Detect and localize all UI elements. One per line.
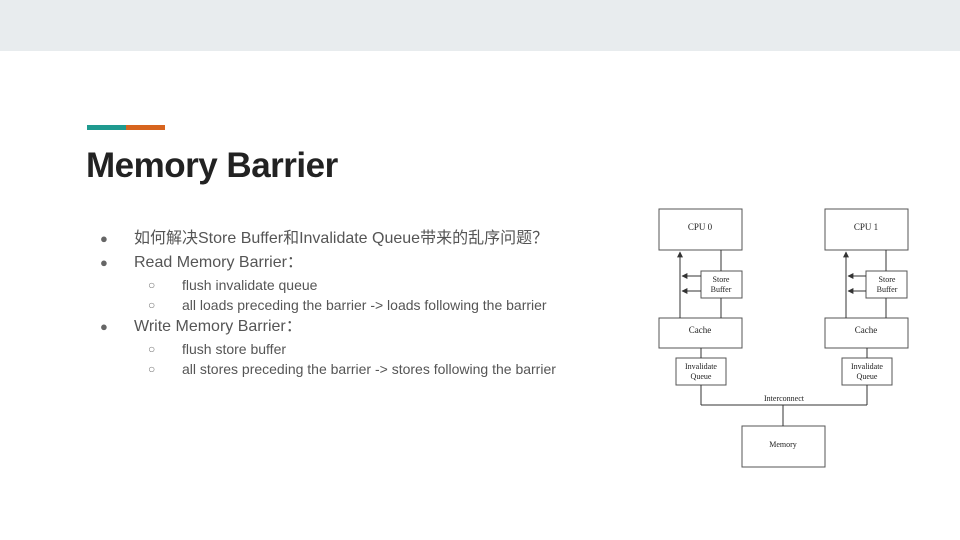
bullet-item: ● 如何解决Store Buffer和Invalidate Queue带来的乱序… bbox=[100, 227, 620, 251]
sub-bullet-text: all stores preceding the barrier -> stor… bbox=[182, 361, 556, 377]
cpu0-label: CPU 0 bbox=[688, 222, 713, 232]
slide-title: Memory Barrier bbox=[86, 146, 338, 185]
memory-label: Memory bbox=[769, 440, 797, 449]
accent-teal-segment bbox=[87, 125, 126, 130]
bullet-dot-icon: ● bbox=[100, 231, 108, 246]
bullet-text: 如何解决Store Buffer和Invalidate Queue带来的乱序问题… bbox=[134, 230, 549, 247]
bullet-circle-icon: ○ bbox=[148, 342, 156, 356]
title-accent-bar bbox=[87, 125, 165, 130]
invalidate-queue-box-right bbox=[841, 357, 893, 386]
bullet-circle-icon: ○ bbox=[148, 278, 156, 292]
bullet-item: ● Read Memory Barrier： bbox=[100, 251, 620, 275]
store-buffer-label-left-2: Buffer bbox=[711, 285, 732, 294]
bullet-item: ● Write Memory Barrier： bbox=[100, 315, 620, 339]
bullet-text: Read Memory Barrier： bbox=[134, 254, 303, 271]
bullet-list: ● 如何解决Store Buffer和Invalidate Queue带来的乱序… bbox=[100, 227, 620, 379]
cpu1-label: CPU 1 bbox=[854, 222, 878, 232]
bullet-circle-icon: ○ bbox=[148, 362, 156, 376]
invalidate-label-left: Invalidate bbox=[685, 362, 717, 371]
bullet-text: Write Memory Barrier： bbox=[134, 318, 302, 335]
sub-bullet-item: ○ all stores preceding the barrier -> st… bbox=[100, 359, 620, 379]
sub-bullet-text: all loads preceding the barrier -> loads… bbox=[182, 297, 547, 313]
invalidate-label-left-2: Queue bbox=[691, 372, 712, 381]
sub-bullet-item: ○ flush invalidate queue bbox=[100, 275, 620, 295]
cache-label-left: Cache bbox=[689, 325, 712, 335]
bullet-dot-icon: ● bbox=[100, 319, 108, 334]
accent-orange-segment bbox=[126, 125, 165, 130]
store-buffer-label-right: Store bbox=[879, 275, 896, 284]
store-buffer-box-left bbox=[700, 270, 743, 299]
memory-box bbox=[741, 425, 826, 468]
bullet-circle-icon: ○ bbox=[148, 298, 156, 312]
sub-bullet-text: flush invalidate queue bbox=[182, 277, 318, 293]
invalidate-label-right: Invalidate bbox=[851, 362, 883, 371]
cpu-memory-diagram: CPU 0 CPU 1 Store Buffer Store Buffer Ca… bbox=[658, 208, 909, 468]
top-band bbox=[0, 0, 960, 51]
sub-bullet-text: flush store buffer bbox=[182, 341, 287, 357]
store-buffer-box-right bbox=[865, 270, 908, 299]
store-buffer-label-left: Store bbox=[713, 275, 730, 284]
cache-label-right: Cache bbox=[855, 325, 878, 335]
cpu0-box bbox=[658, 208, 743, 251]
sub-bullet-item: ○ all loads preceding the barrier -> loa… bbox=[100, 295, 620, 315]
cpu1-box bbox=[824, 208, 909, 251]
sub-bullet-item: ○ flush store buffer bbox=[100, 339, 620, 359]
invalidate-label-right-2: Queue bbox=[857, 372, 878, 381]
invalidate-queue-box-left bbox=[675, 357, 727, 386]
store-buffer-label-right-2: Buffer bbox=[877, 285, 898, 294]
bullet-dot-icon: ● bbox=[100, 255, 108, 270]
interconnect-label: Interconnect bbox=[764, 394, 805, 403]
